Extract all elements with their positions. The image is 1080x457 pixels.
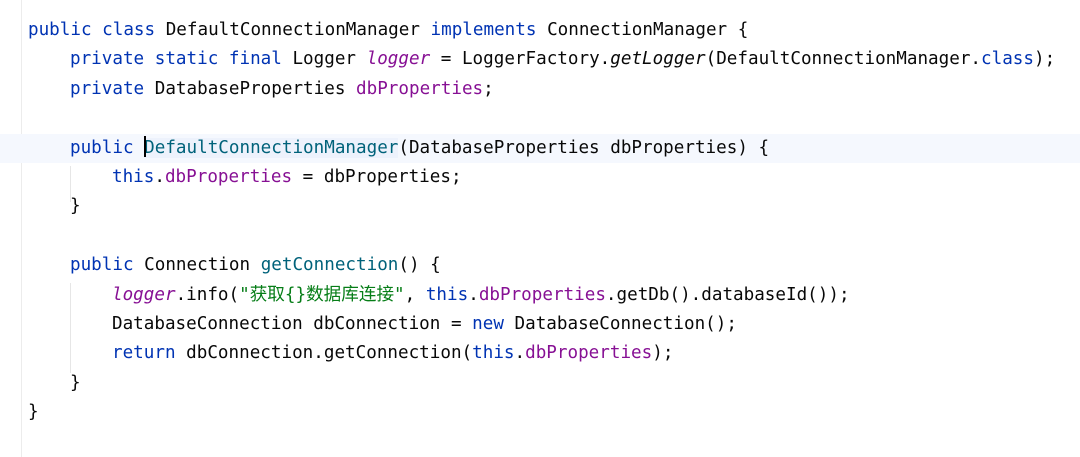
class-name: DefaultConnectionManager [165, 20, 420, 40]
gutter-border [21, 0, 22, 457]
interface-name: ConnectionManager [547, 20, 728, 40]
keyword: public [70, 137, 134, 158]
static-field: logger [112, 284, 176, 305]
keyword: this [425, 284, 469, 305]
code-line-11[interactable]: DatabaseConnection dbConnection = new Da… [28, 310, 1080, 339]
code-line-5-current[interactable]: public DefaultConnectionManager(Database… [0, 133, 1080, 163]
code-line-12[interactable]: return dbConnection.getConnection(this.d… [28, 339, 1080, 368]
field: dbProperties [164, 166, 293, 187]
type-name: Connection [144, 255, 251, 276]
code-text: .getDb().databaseId()); [605, 284, 850, 305]
keyword: private [70, 49, 145, 70]
type-name: DatabaseProperties [154, 78, 346, 99]
code-text: ; [483, 78, 494, 99]
keyword: final [228, 49, 282, 70]
code-content[interactable]: public class DefaultConnectionManager im… [0, 16, 1080, 427]
code-text: = dbProperties; [292, 166, 462, 187]
code-line-13[interactable]: } [28, 369, 1080, 398]
code-text: () { [398, 255, 441, 276]
code-text: (DefaultConnectionManager. [705, 49, 982, 70]
code-text: . [468, 284, 479, 305]
code-line-14[interactable]: } [28, 398, 1080, 427]
code-text: dbConnection.getConnection( [175, 343, 473, 364]
code-line-10[interactable]: logger.info("获取{}数据库连接", this.dbProperti… [28, 281, 1080, 310]
method-name: getConnection [260, 255, 399, 276]
code-text: (DatabaseProperties dbProperties) { [398, 137, 770, 158]
code-line-4-empty[interactable] [28, 104, 1080, 133]
keyword: class [102, 20, 156, 40]
keyword: new [472, 313, 504, 334]
keyword: this [112, 166, 155, 187]
code-text: .info( [175, 284, 240, 305]
keyword: private [70, 78, 145, 99]
code-text: . [154, 166, 165, 187]
code-text: ); [1033, 49, 1056, 70]
code-text: , [404, 284, 426, 305]
code-text: = LoggerFactory. [430, 49, 611, 70]
code-line-6[interactable]: this.dbProperties = dbProperties; [28, 163, 1080, 192]
code-line-3[interactable]: private DatabaseProperties dbProperties; [28, 75, 1080, 104]
code-line-1[interactable]: public class DefaultConnectionManager im… [28, 16, 1080, 45]
field: dbProperties [478, 284, 606, 305]
code-line-7[interactable]: } [28, 192, 1080, 221]
type-name: Logger [292, 49, 357, 70]
constructor-name: DefaultConnectionManager [144, 137, 399, 158]
close-brace: } [70, 372, 81, 393]
code-line-8-empty[interactable] [28, 222, 1080, 251]
static-field: logger [366, 49, 431, 70]
keyword: this [472, 343, 515, 364]
string-literal: "获取{}数据库连接" [239, 284, 405, 305]
code-text: DatabaseConnection(); [503, 313, 737, 334]
close-brace: } [28, 402, 39, 423]
text-caret [144, 136, 147, 158]
keyword: return [112, 343, 176, 364]
indent-guide [70, 166, 71, 202]
field: dbProperties [525, 343, 653, 364]
keyword: class [981, 49, 1034, 70]
static-method: getLogger [610, 49, 706, 70]
keyword: public [28, 20, 92, 40]
field: dbProperties [356, 78, 484, 99]
close-brace: } [70, 196, 81, 217]
keyword: implements [430, 20, 537, 40]
open-brace: { [727, 20, 749, 40]
code-text: DatabaseConnection dbConnection = [112, 313, 473, 334]
keyword: static [154, 49, 219, 70]
indent-guide [70, 283, 71, 373]
code-text: ); [652, 343, 674, 364]
code-line-9[interactable]: public Connection getConnection() { [28, 251, 1080, 280]
code-text: . [514, 343, 526, 364]
keyword: public [70, 255, 134, 276]
code-line-2[interactable]: private static final Logger logger = Log… [28, 45, 1080, 74]
